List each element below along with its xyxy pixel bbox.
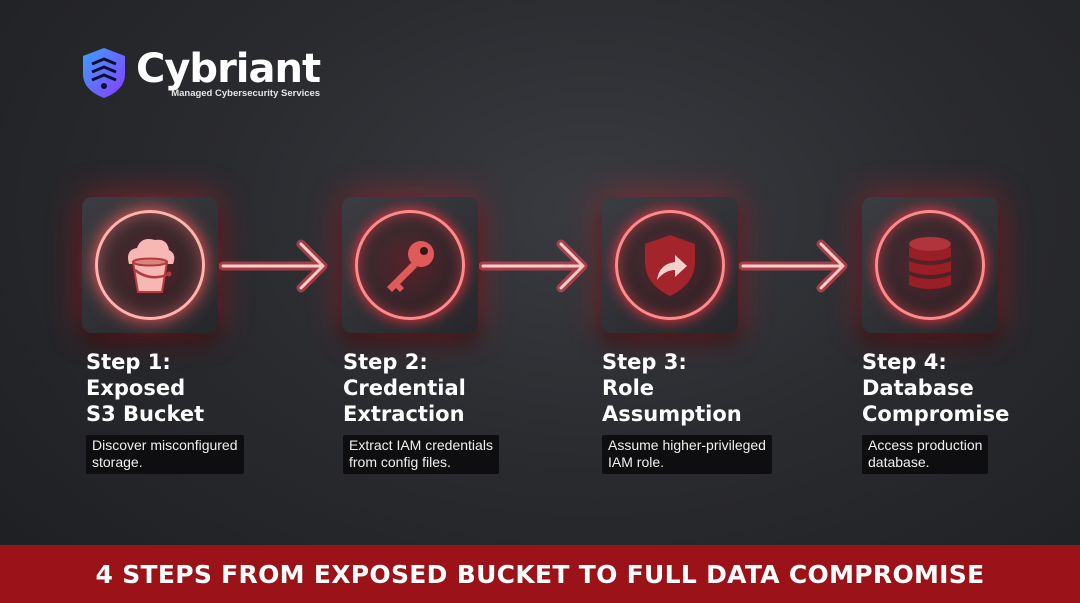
shield-logo-icon xyxy=(83,48,125,98)
step-description: Extract IAM credentials from config file… xyxy=(343,435,499,474)
brand-tagline: Managed Cybersecurity Services xyxy=(171,88,321,99)
bottom-banner: 4 STEPS FROM EXPOSED BUCKET TO FULL DATA… xyxy=(0,545,1080,603)
brand-logo: Cybriant Managed Cybersecurity Services xyxy=(80,46,321,100)
database-icon xyxy=(909,237,951,289)
bucket-cloud-icon xyxy=(128,239,175,293)
arrow-icon xyxy=(479,239,588,293)
arrow-icon xyxy=(739,239,848,293)
step-1: Step 1: Exposed S3 Bucket Discover misco… xyxy=(86,349,286,474)
banner-text: 4 STEPS FROM EXPOSED BUCKET TO FULL DATA… xyxy=(95,559,985,589)
step-4: Step 4: Database Compromise Access produ… xyxy=(862,349,1062,474)
step-3: Step 3: Role Assumption Assume higher-pr… xyxy=(602,349,802,474)
step-title: Step 4: Database Compromise xyxy=(862,350,1010,426)
brand-name: Cybriant xyxy=(136,46,321,92)
step-description: Assume higher-privileged IAM role. xyxy=(602,435,772,474)
step-2: Step 2: Credential Extraction Extract IA… xyxy=(343,349,543,474)
step-description: Discover misconfigured storage. xyxy=(86,435,244,474)
step-4-tile xyxy=(862,197,998,333)
key-icon xyxy=(387,241,434,292)
step-title: Step 2: Credential Extraction xyxy=(343,350,466,426)
step-description: Access production database. xyxy=(862,435,989,474)
arrow-icon xyxy=(219,239,328,293)
step-3-tile xyxy=(602,197,738,333)
step-2-tile xyxy=(342,197,478,333)
shield-arrow-icon xyxy=(645,235,695,296)
step-1-tile xyxy=(82,197,218,333)
step-title: Step 3: Role Assumption xyxy=(602,350,742,426)
step-title: Step 1: Exposed S3 Bucket xyxy=(86,350,205,426)
